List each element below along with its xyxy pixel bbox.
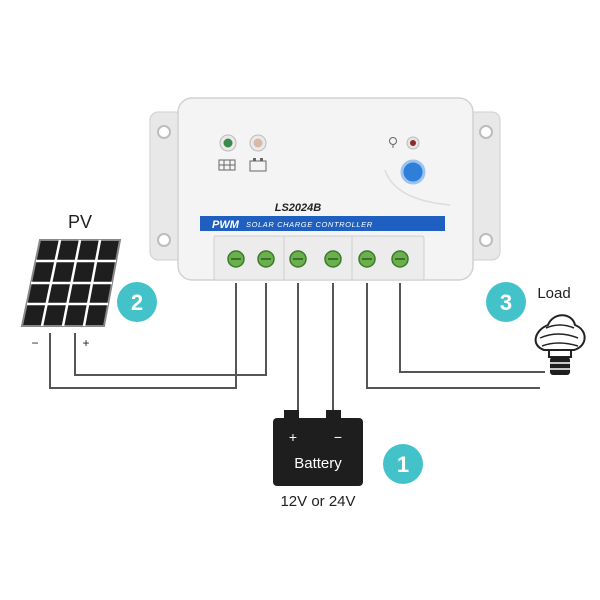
terminal-battery-minus <box>324 250 342 268</box>
mount-hole-br <box>479 233 493 247</box>
terminal-block <box>213 235 425 281</box>
case-panel-curve <box>384 169 451 206</box>
badge-load <box>486 282 526 322</box>
wire-pv-plus <box>74 283 267 376</box>
wire-load-2 <box>399 283 545 373</box>
badge-pv-number: 2 <box>131 290 143 315</box>
terminal-screws <box>227 250 409 268</box>
battery-section: + − Battery 12V or 24V 1 <box>273 410 423 510</box>
wires <box>49 283 545 418</box>
mount-hole-tr <box>479 125 493 139</box>
pv-minus-label: − <box>31 336 38 350</box>
load-section: Load 3 <box>486 282 586 375</box>
terminal-pv-plus <box>257 250 275 268</box>
light-bulb-icon <box>534 314 586 375</box>
banner-text: SOLAR CHARGE CONTROLLER <box>246 220 373 229</box>
load-label: Load <box>537 285 570 302</box>
solar-led-lens <box>223 138 233 148</box>
wire-load-1 <box>366 283 540 389</box>
mount-hole-tl <box>157 125 171 139</box>
badge-battery-number: 1 <box>397 452 409 477</box>
terminal-load-2 <box>391 250 409 268</box>
pv-section: PV − + 2 <box>20 212 157 350</box>
model-label: LS2024B <box>275 202 322 214</box>
solar-panel-icon <box>20 239 122 327</box>
wire-pv-minus <box>49 283 237 389</box>
banner-pwm: PWM <box>212 219 240 231</box>
solar-symbol-icon <box>218 159 236 171</box>
badge-pv <box>117 282 157 322</box>
battery-plus-label: + <box>289 429 297 445</box>
battery-minus-label: − <box>334 429 342 445</box>
banner <box>200 216 445 231</box>
pv-plus-label: + <box>82 336 89 350</box>
charge-controller: LS2024B PWM SOLAR CHARGE CONTROLLER <box>149 97 501 281</box>
terminal-load-1 <box>358 250 376 268</box>
badge-battery <box>383 444 423 484</box>
setting-button[interactable] <box>400 159 426 185</box>
battery-label: Battery <box>294 455 342 472</box>
pv-label: PV <box>68 212 92 232</box>
battery-symbol-icon <box>249 158 267 172</box>
battery-voltage: 12V or 24V <box>280 493 355 510</box>
battery-icon <box>273 410 363 486</box>
terminal-battery-plus <box>289 250 307 268</box>
load-led-lens <box>410 140 416 146</box>
mount-hole-bl <box>157 233 171 247</box>
battery-led-lens <box>253 138 263 148</box>
terminal-pv-minus <box>227 250 245 268</box>
badge-load-number: 3 <box>500 290 512 315</box>
bulb-symbol-icon <box>389 137 397 148</box>
